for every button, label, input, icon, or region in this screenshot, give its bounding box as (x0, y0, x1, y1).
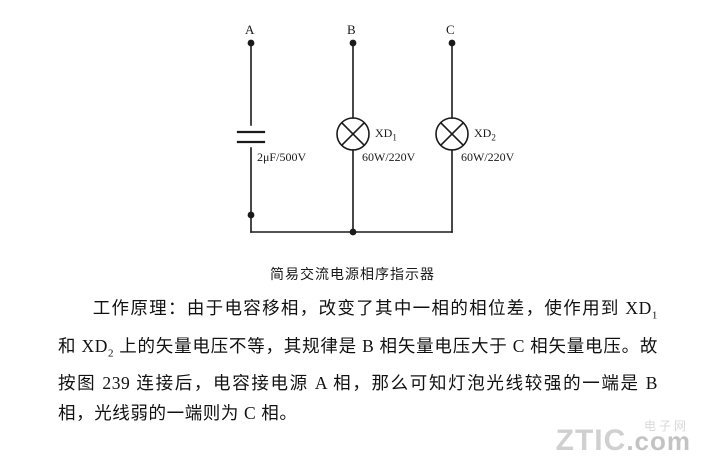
junction-dot-b (349, 228, 357, 236)
terminal-dot-c (448, 39, 456, 47)
lamp1-body (336, 117, 370, 151)
lamp2-rating-label: 60W/220V (461, 150, 515, 164)
terminal-dot-a (247, 39, 255, 47)
lamp1-designator-label: XD1 (375, 126, 397, 142)
lamp2-cross-b (439, 121, 465, 147)
lamp2-designator-label: XD2 (474, 126, 496, 142)
terminal-label-c: C (446, 22, 456, 37)
paragraph-part-1: 工作原理：由于电容移相，改变了其中一相的相位差，使作用到 XD (92, 298, 652, 318)
lamp2-designator-sub: 2 (491, 132, 496, 143)
lamp1-designator-sub: 1 (392, 132, 397, 143)
lamp2-designator-text: XD (474, 126, 492, 140)
article-paragraph: 工作原理：由于电容移相，改变了其中一相的相位差，使作用到 XD1 和 XD2 上… (58, 293, 658, 428)
terminal-dot-b (349, 39, 357, 47)
paragraph-part-2: 和 XD (58, 335, 108, 356)
lamp1-rating-label: 60W/220V (362, 150, 416, 164)
lamp2-body (435, 117, 469, 151)
lamp1-designator-text: XD (375, 126, 393, 140)
paragraph-sub-1: 1 (651, 309, 658, 322)
paragraph-sub-2: 2 (107, 347, 115, 359)
paragraph-part-3: 上的矢量电压不等，其规律是 B 相矢量电压大于 C 相矢量电压。故按图 239 … (58, 335, 658, 424)
terminal-label-a: A (245, 22, 255, 37)
lamp1-cross-b (340, 121, 366, 147)
terminal-label-b: B (347, 22, 357, 37)
capacitor-value-label: 2μF/500V (257, 150, 307, 164)
figure-caption: 简易交流电源相序指示器 (270, 266, 435, 282)
junction-dot-a (247, 211, 255, 219)
